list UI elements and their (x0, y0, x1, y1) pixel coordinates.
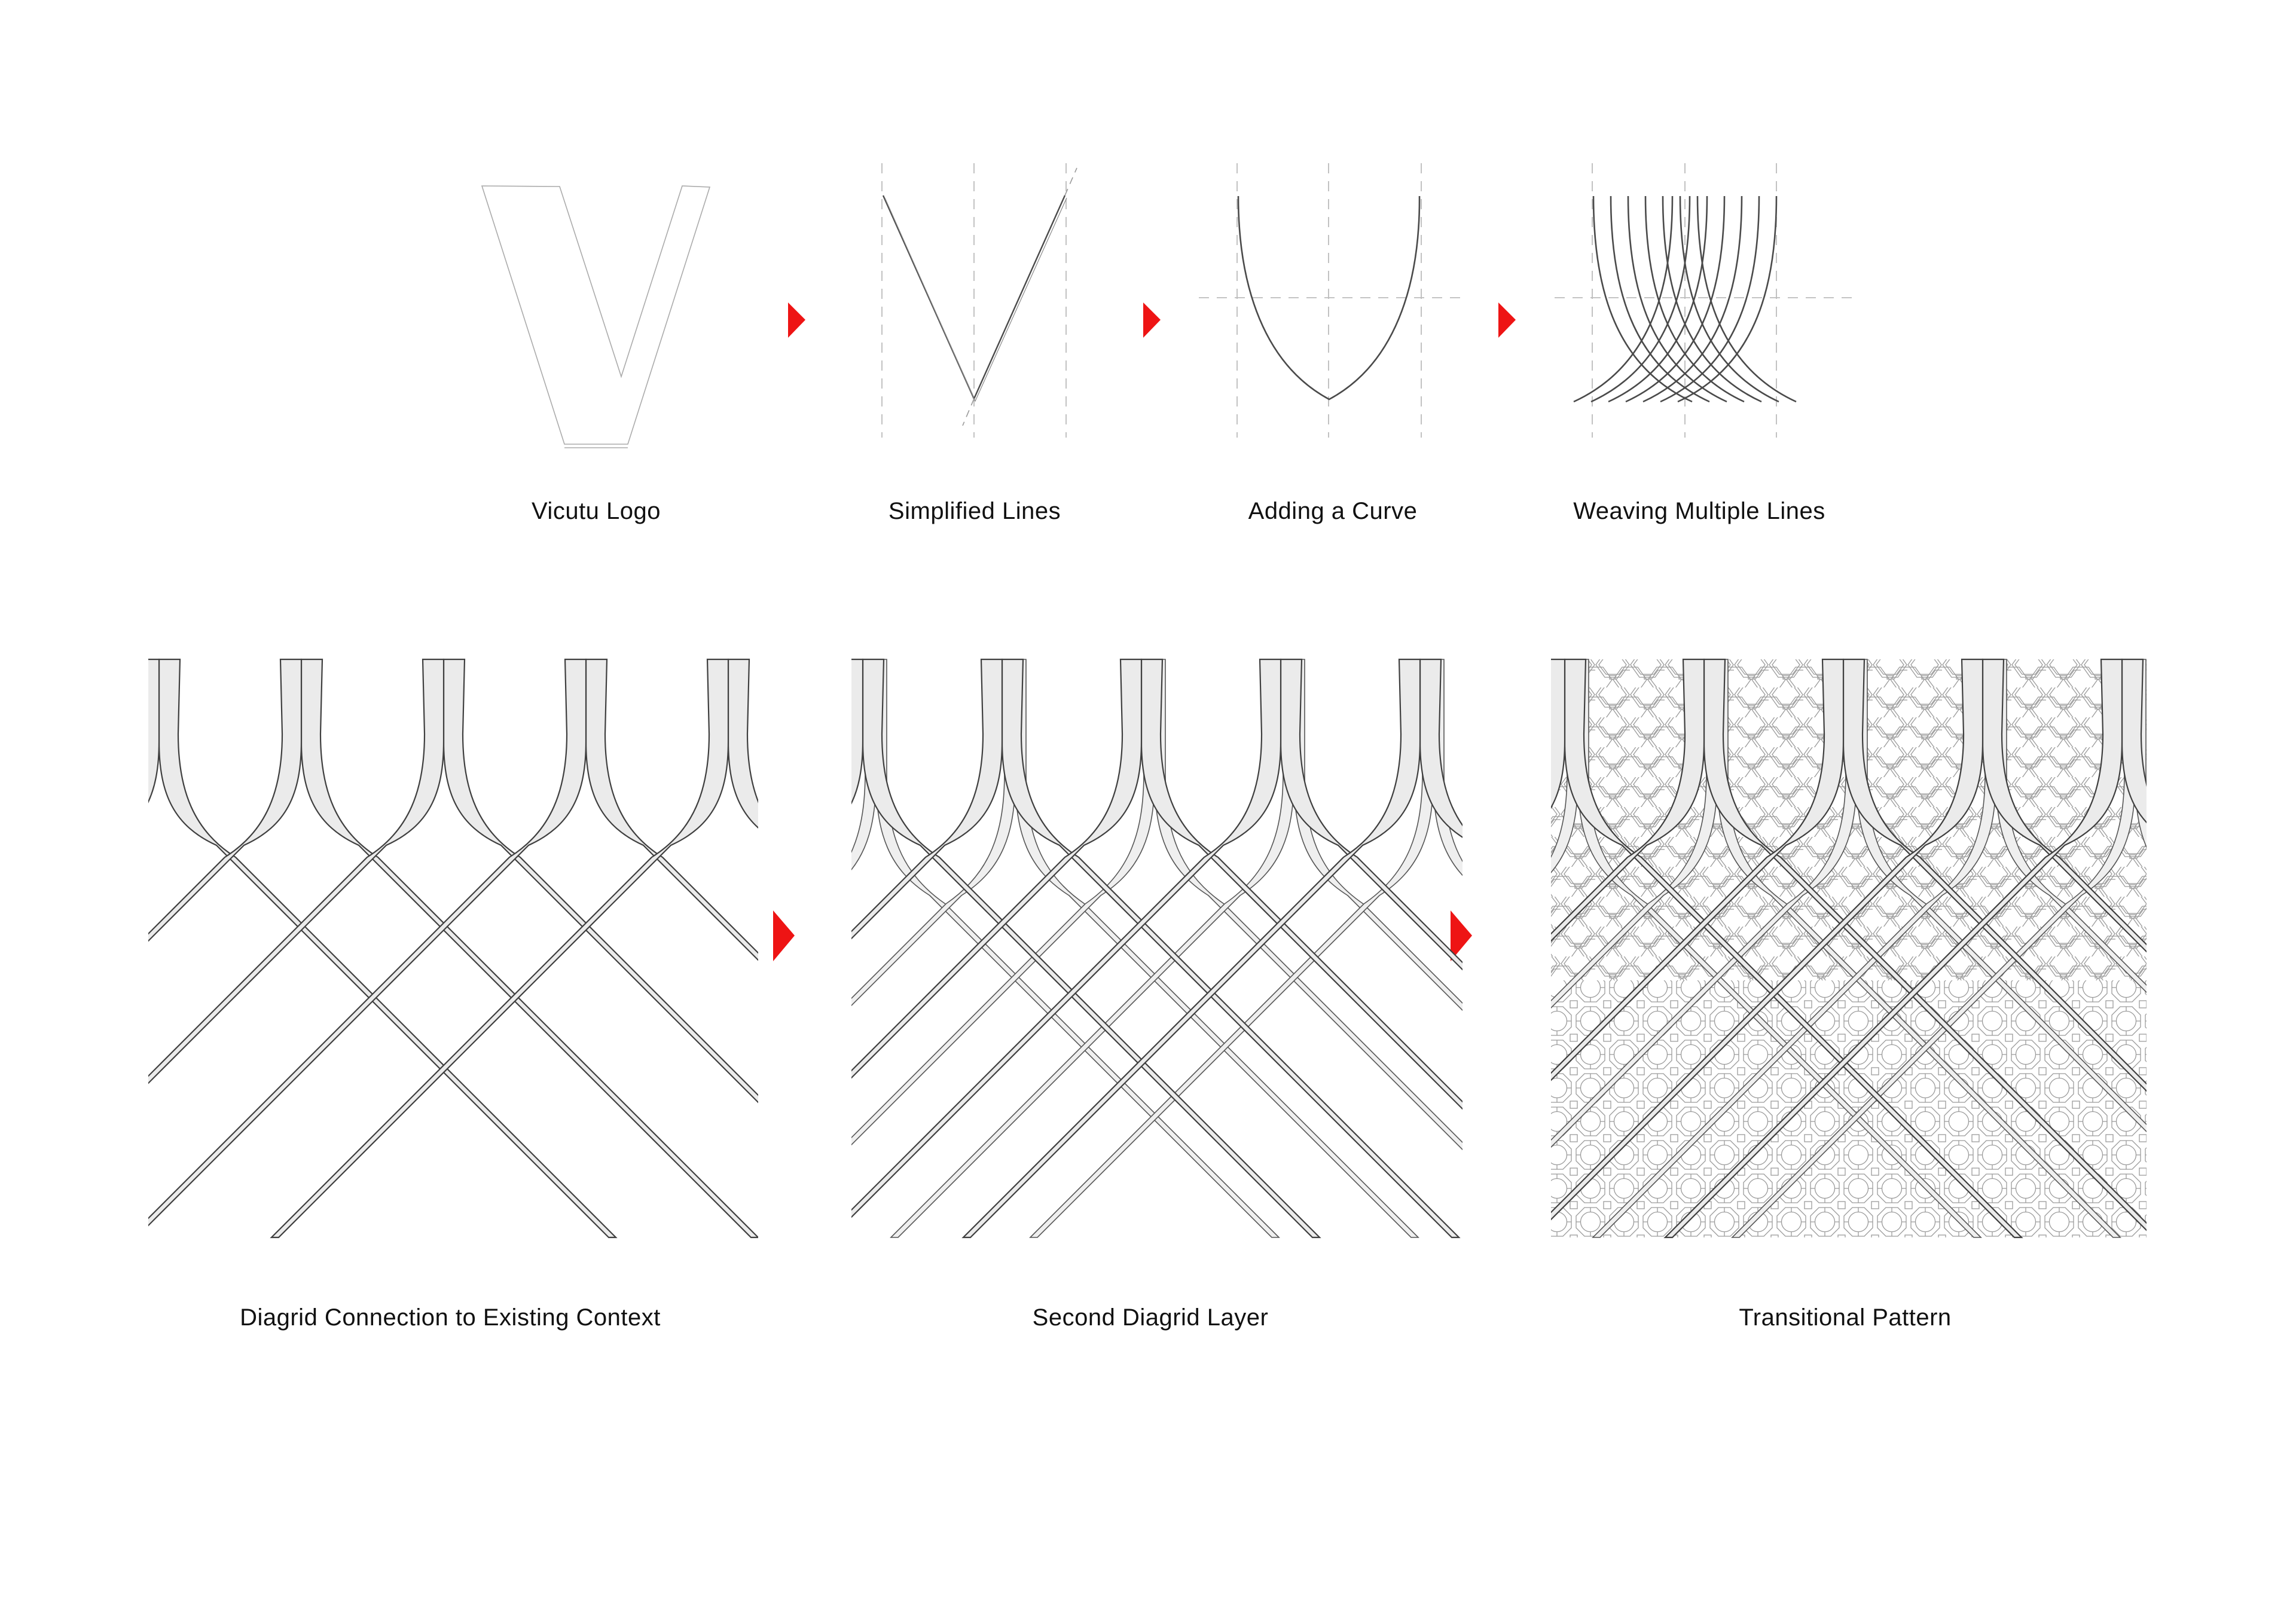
diagrid-band-thin-right (1154, 659, 1463, 1151)
guide-lines (1555, 163, 1854, 438)
weave-curve-left (1642, 195, 1743, 403)
panel-adding-a-curve (1199, 163, 1465, 438)
weave-curve-right (1592, 195, 1693, 403)
diagrid-band-right (2121, 658, 2147, 824)
diagrid-band-left (148, 658, 587, 1227)
panel-transitional-pattern (1551, 658, 2147, 1239)
diagrid-band-right (1981, 658, 2147, 953)
diagrid-band-left (851, 658, 1143, 1079)
label-transitional-pattern: Transitional Pattern (1739, 1304, 1952, 1331)
weave-curve-right (1644, 195, 1745, 403)
diagrid-band-right (1001, 658, 1461, 1239)
diagrid-band-thin-left (1592, 659, 1996, 1238)
panel-diagrid-connection (148, 658, 758, 1239)
panel-second-diagrid-layer (851, 658, 1463, 1239)
arrow-right-icon (1498, 302, 1516, 338)
diagrid-band-left (961, 658, 1421, 1239)
diagrid-band-left (148, 658, 160, 803)
panel-weaving-multiple-lines (1555, 163, 1854, 438)
diagrid-band-thin-left (1551, 659, 1578, 873)
diagrid-band-right (300, 658, 758, 1239)
diagrid-band-right (1564, 658, 2023, 1239)
label-second-diagrid-layer: Second Diagrid Layer (1032, 1304, 1269, 1331)
diagrid-band-right (1419, 658, 1463, 838)
diagrid-band-right (862, 658, 1321, 1239)
diagrid-band-left (1551, 658, 1566, 809)
diagrid-band-thin-left (851, 659, 877, 870)
diagrid-band-right (1703, 658, 2147, 1231)
diagrid-band-left (1551, 658, 1984, 1221)
label-adding-a-curve: Adding a Curve (1248, 498, 1418, 524)
weave-curve-left (1573, 195, 1674, 403)
weave-curve-right (1696, 195, 1797, 403)
weave-curve-left (1625, 195, 1726, 403)
diagrid-band-thin-left (890, 659, 1294, 1238)
weave-curve-left (1608, 195, 1708, 403)
diagrid-band-thin-left (1029, 659, 1434, 1238)
diagrid-band-thin-left (1551, 659, 1718, 1009)
diagrid-band-right (585, 658, 758, 961)
label-diagrid-connection: Diagrid Connection to Existing Context (240, 1304, 661, 1331)
diagrid-band-right (1280, 658, 1463, 971)
weave-curve-left (1590, 195, 1691, 403)
arrow-right-icon (773, 910, 795, 961)
arrow-right-icon (788, 302, 805, 338)
weave-curve-right (1662, 195, 1762, 403)
diagrid-band-left (851, 658, 1003, 940)
arrow-right-icon (1451, 910, 1472, 961)
letter-v-outline (481, 185, 711, 445)
weave-curve-left (1660, 195, 1760, 403)
diagrid-band-thin-right (2135, 659, 2147, 849)
diagrid-band-thin-left (851, 659, 1155, 1146)
panel-simplified-lines (881, 163, 1077, 438)
label-vicutu-logo: Vicutu Logo (531, 498, 661, 524)
diagrid-band-right (1842, 658, 2147, 1092)
diagrid-band-thin-left (851, 659, 1016, 1007)
weave-curve-right (1679, 195, 1779, 403)
weave-curve-right (1610, 195, 1710, 403)
v-line-overshoot-bottom (962, 398, 975, 426)
label-simplified-lines: Simplified Lines (888, 498, 1061, 524)
panel-vicutu-logo (481, 185, 711, 448)
diagrid-band-right (727, 658, 758, 829)
flow-arrows (773, 302, 1516, 961)
diagrid-band-right (1140, 658, 1463, 1110)
guide-lines (881, 163, 1067, 438)
weave-curve-left (1677, 195, 1778, 403)
parabola-curve (1237, 195, 1421, 401)
arrow-right-icon (1143, 302, 1161, 338)
weave-curve-right (1627, 195, 1727, 403)
diagrid-band-left (270, 658, 729, 1239)
diagrid-band-right (442, 658, 758, 1104)
woven-curves (1573, 195, 1797, 403)
diagrid-band-left (851, 658, 864, 805)
diagrid-band-left (1551, 658, 1845, 1081)
diagrid-band-thin-right (1015, 659, 1419, 1238)
diagrid-band-thin-left (1551, 659, 1857, 1148)
diagrid-band-thin-left (1731, 659, 2136, 1238)
diagrid-band-left (1551, 658, 1705, 942)
v-line-overshoot-top (1064, 167, 1077, 196)
diagrid-band-thin-right (875, 659, 1280, 1238)
diagrid-band-left (851, 658, 1282, 1218)
diagrid-band-right (158, 658, 618, 1239)
label-weaving-multiple-lines: Weaving Multiple Lines (1573, 498, 1825, 524)
diagrid-band-left (148, 658, 303, 942)
v-line-echo (884, 197, 1067, 402)
diagrid-band-left (148, 658, 445, 1084)
diagrid-band-left (1663, 658, 2123, 1239)
guide-lines (1199, 163, 1465, 438)
